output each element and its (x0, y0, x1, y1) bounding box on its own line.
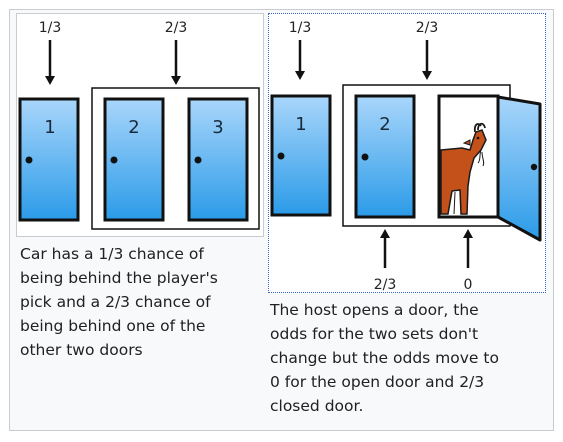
left-prob-single-label: 1/3 (39, 20, 62, 36)
left-door-2-number: 2 (128, 117, 139, 138)
left-arrowhead-pair (171, 76, 181, 85)
right-arrowhead-single (295, 71, 305, 80)
left-prob-pair-label: 2/3 (165, 20, 188, 36)
right-door-1-number: 1 (295, 114, 306, 135)
left-door-2-knob (110, 156, 118, 164)
right-arrowhead-closed-door (380, 229, 390, 238)
right-prob-open-door-label: 0 (464, 277, 473, 293)
right-prob-pair-label: 2/3 (416, 20, 439, 36)
left-door-1-knob (25, 156, 33, 164)
left-caption: Car has a 1/3 chance of being behind the… (20, 245, 218, 359)
right-door-2-number: 2 (379, 114, 390, 135)
right-door-2-knob (361, 153, 369, 161)
left-group-box (91, 87, 260, 230)
left-door-3-knob (194, 156, 202, 164)
right-prob-single-label: 1/3 (289, 20, 312, 36)
right-door-1-knob (277, 152, 285, 160)
open-door-knob (530, 163, 538, 171)
open-door-panel (496, 95, 542, 242)
goat-icon (440, 122, 487, 215)
right-caption: The host opens a door, the odds for the … (270, 301, 499, 415)
left-door-3-number: 3 (212, 117, 223, 138)
right-prob-closed-door-label: 2/3 (374, 277, 397, 293)
left-arrowhead-single (45, 76, 55, 85)
right-arrowhead-open-door (463, 229, 473, 238)
right-arrowhead-pair (422, 71, 432, 80)
left-door-1-number: 1 (44, 117, 55, 138)
